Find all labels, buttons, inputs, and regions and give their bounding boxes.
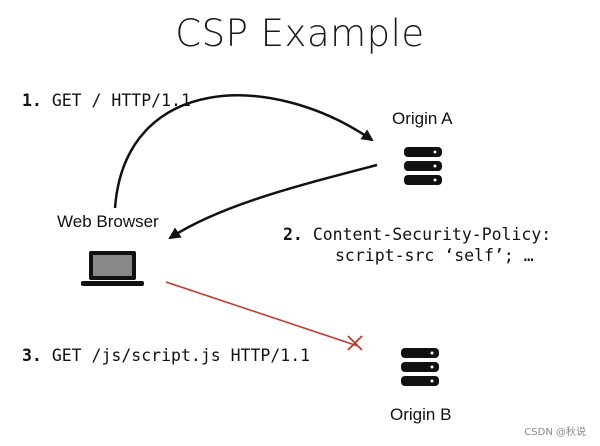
step-2-policy-value: script-src ‘self’; … <box>335 246 534 265</box>
step-1-number: 1. <box>22 91 42 110</box>
server-icon <box>404 147 442 185</box>
step-3-label: 3. GET /js/script.js HTTP/1.1 <box>22 346 310 365</box>
blocked-x-icon <box>347 335 363 351</box>
request-arrow-step-1 <box>113 94 374 209</box>
watermark: CSDN @秋说 <box>524 427 586 438</box>
step-3-number: 3. <box>22 346 42 365</box>
step-2-number: 2. <box>283 225 303 244</box>
step-1-label: 1. GET / HTTP/1.1 <box>22 91 191 110</box>
step-2-label: 2. Content-Security-Policy: <box>283 225 551 244</box>
diagram-title: CSP Example <box>175 12 425 55</box>
origin-b-label: Origin B <box>390 405 452 424</box>
response-arrow-step-2 <box>168 163 378 240</box>
step-1-text: GET / HTTP/1.1 <box>51 91 191 110</box>
origin-a-label: Origin A <box>392 109 453 128</box>
blocked-request-line <box>165 281 359 347</box>
step-3-text: GET /js/script.js HTTP/1.1 <box>51 346 311 365</box>
web-browser-label: Web Browser <box>57 212 159 231</box>
step-2-text: Content-Security-Policy: <box>312 225 552 244</box>
laptop-icon <box>81 251 144 286</box>
server-icon <box>401 348 439 386</box>
